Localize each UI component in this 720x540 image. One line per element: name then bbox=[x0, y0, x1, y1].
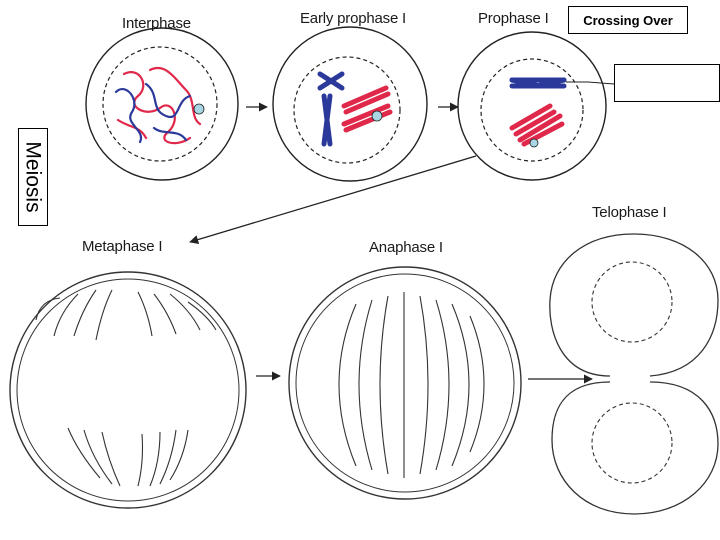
synapsed-blue bbox=[509, 77, 567, 89]
label-anaphase: Anaphase I bbox=[369, 239, 443, 256]
prophase-cell bbox=[457, 31, 607, 181]
meiosis-label: Meiosis bbox=[22, 141, 45, 213]
chromatin-red bbox=[116, 67, 202, 145]
nucleolus bbox=[529, 138, 539, 148]
interphase-cell bbox=[85, 27, 239, 181]
nucleolus bbox=[193, 103, 205, 115]
label-prophase: Prophase I bbox=[478, 10, 549, 27]
chromosomes-blue bbox=[317, 71, 345, 147]
answer-box[interactable] bbox=[614, 64, 720, 102]
chromosomes-red bbox=[341, 85, 393, 133]
nucleolus bbox=[371, 110, 383, 122]
anaphase-cell bbox=[288, 266, 522, 500]
crossing-over-label: Crossing Over bbox=[583, 12, 673, 28]
label-interphase: Interphase bbox=[122, 15, 191, 32]
chromatin-blue bbox=[114, 82, 192, 144]
metaphase-cell bbox=[9, 271, 247, 509]
label-telophase: Telophase I bbox=[592, 204, 667, 221]
telophase-cells bbox=[549, 233, 719, 515]
crossing-over-box: Crossing Over bbox=[568, 6, 688, 34]
pointer-line bbox=[566, 81, 615, 85]
early-prophase-cell bbox=[272, 26, 428, 182]
label-metaphase: Metaphase I bbox=[82, 238, 163, 255]
meiosis-box: Meiosis bbox=[18, 128, 48, 226]
label-early-prophase: Early prophase I bbox=[300, 10, 407, 27]
synapsed-red bbox=[509, 103, 565, 147]
arrow-prophase-to-metaphase bbox=[189, 155, 477, 244]
arrows bbox=[189, 102, 593, 384]
